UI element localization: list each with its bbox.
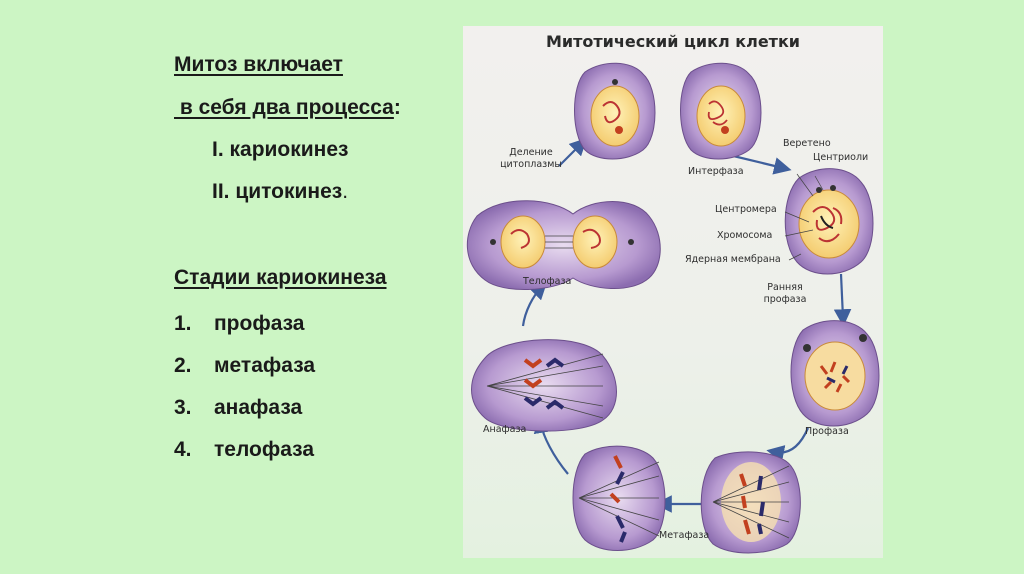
stage-name: телофаза	[214, 438, 315, 461]
label-telophase: Телофаза	[523, 276, 572, 287]
label-early-prophase: Ранняя профаза	[763, 282, 807, 305]
leader-lines	[784, 173, 824, 261]
stage-item-1: 1. профаза	[174, 312, 305, 336]
label-chromosome: Хромосома	[717, 230, 773, 241]
stage-item-3: 3. анафаза	[174, 396, 302, 420]
label-anaphase: Анафаза	[483, 424, 527, 435]
process-cytokinesis-text: II. цитокинез	[212, 180, 343, 203]
heading-colon: :	[393, 96, 401, 119]
label-prophase: Профаза	[805, 426, 849, 437]
stages-heading: Стадии кариокинеза	[174, 266, 387, 289]
stage-item-4: 4. телофаза	[174, 438, 314, 462]
cell-early-prophase	[784, 168, 874, 275]
process-cytokinesis-dot: .	[342, 180, 349, 203]
label-centrioles: Центриоли	[813, 152, 869, 163]
stage-item-2: 2. метафаза	[174, 354, 315, 378]
stage-number: 2.	[174, 354, 192, 377]
process-karyokinesis: I. кариокинез	[212, 138, 349, 161]
stage-number: 4.	[174, 438, 192, 461]
cell-anaphase	[471, 339, 617, 432]
stage-name: метафаза	[214, 354, 316, 377]
label-metaphase: Метафаза	[659, 530, 710, 541]
cell-interphase	[680, 62, 762, 160]
label-centromere: Центромера	[715, 204, 777, 215]
stage-name: анафаза	[214, 396, 303, 419]
heading-two-processes: в себя два процесса:	[174, 96, 401, 120]
stage-number: 3.	[174, 396, 192, 419]
arrow-early-to-prophase	[833, 273, 852, 327]
stage-name: профаза	[214, 312, 305, 335]
heading-two-processes-text: в себя два процесса	[174, 96, 394, 119]
cell-telophase	[466, 200, 661, 290]
label-cytoplasm-division: Деление цитоплазмы	[500, 147, 562, 170]
arrow-division-to-cell	[558, 137, 588, 167]
mitotic-cycle-figure: Митотический цикл клетки	[463, 26, 883, 558]
label-spindle: Веретено	[783, 138, 831, 149]
label-interphase: Интерфаза	[688, 166, 744, 177]
cell-daughter	[574, 62, 656, 160]
figure-title: Митотический цикл клетки	[545, 32, 801, 51]
arrow-prophase-to-metaphase	[766, 427, 810, 463]
cycle-arrows	[521, 137, 852, 513]
cell-metaphase-right	[700, 451, 801, 554]
cell-prophase	[790, 320, 880, 427]
stage-number: 1.	[174, 312, 192, 335]
arrow-anaphase-to-telophase	[521, 281, 548, 327]
process-cytokinesis: II. цитокинез.	[212, 180, 348, 204]
mitotic-cycle-illustration	[466, 62, 880, 554]
cell-metaphase-center	[572, 445, 666, 551]
label-nuclear-membrane: Ядерная мембрана	[685, 254, 781, 265]
heading-mitosis-includes: Митоз включает	[174, 53, 343, 76]
